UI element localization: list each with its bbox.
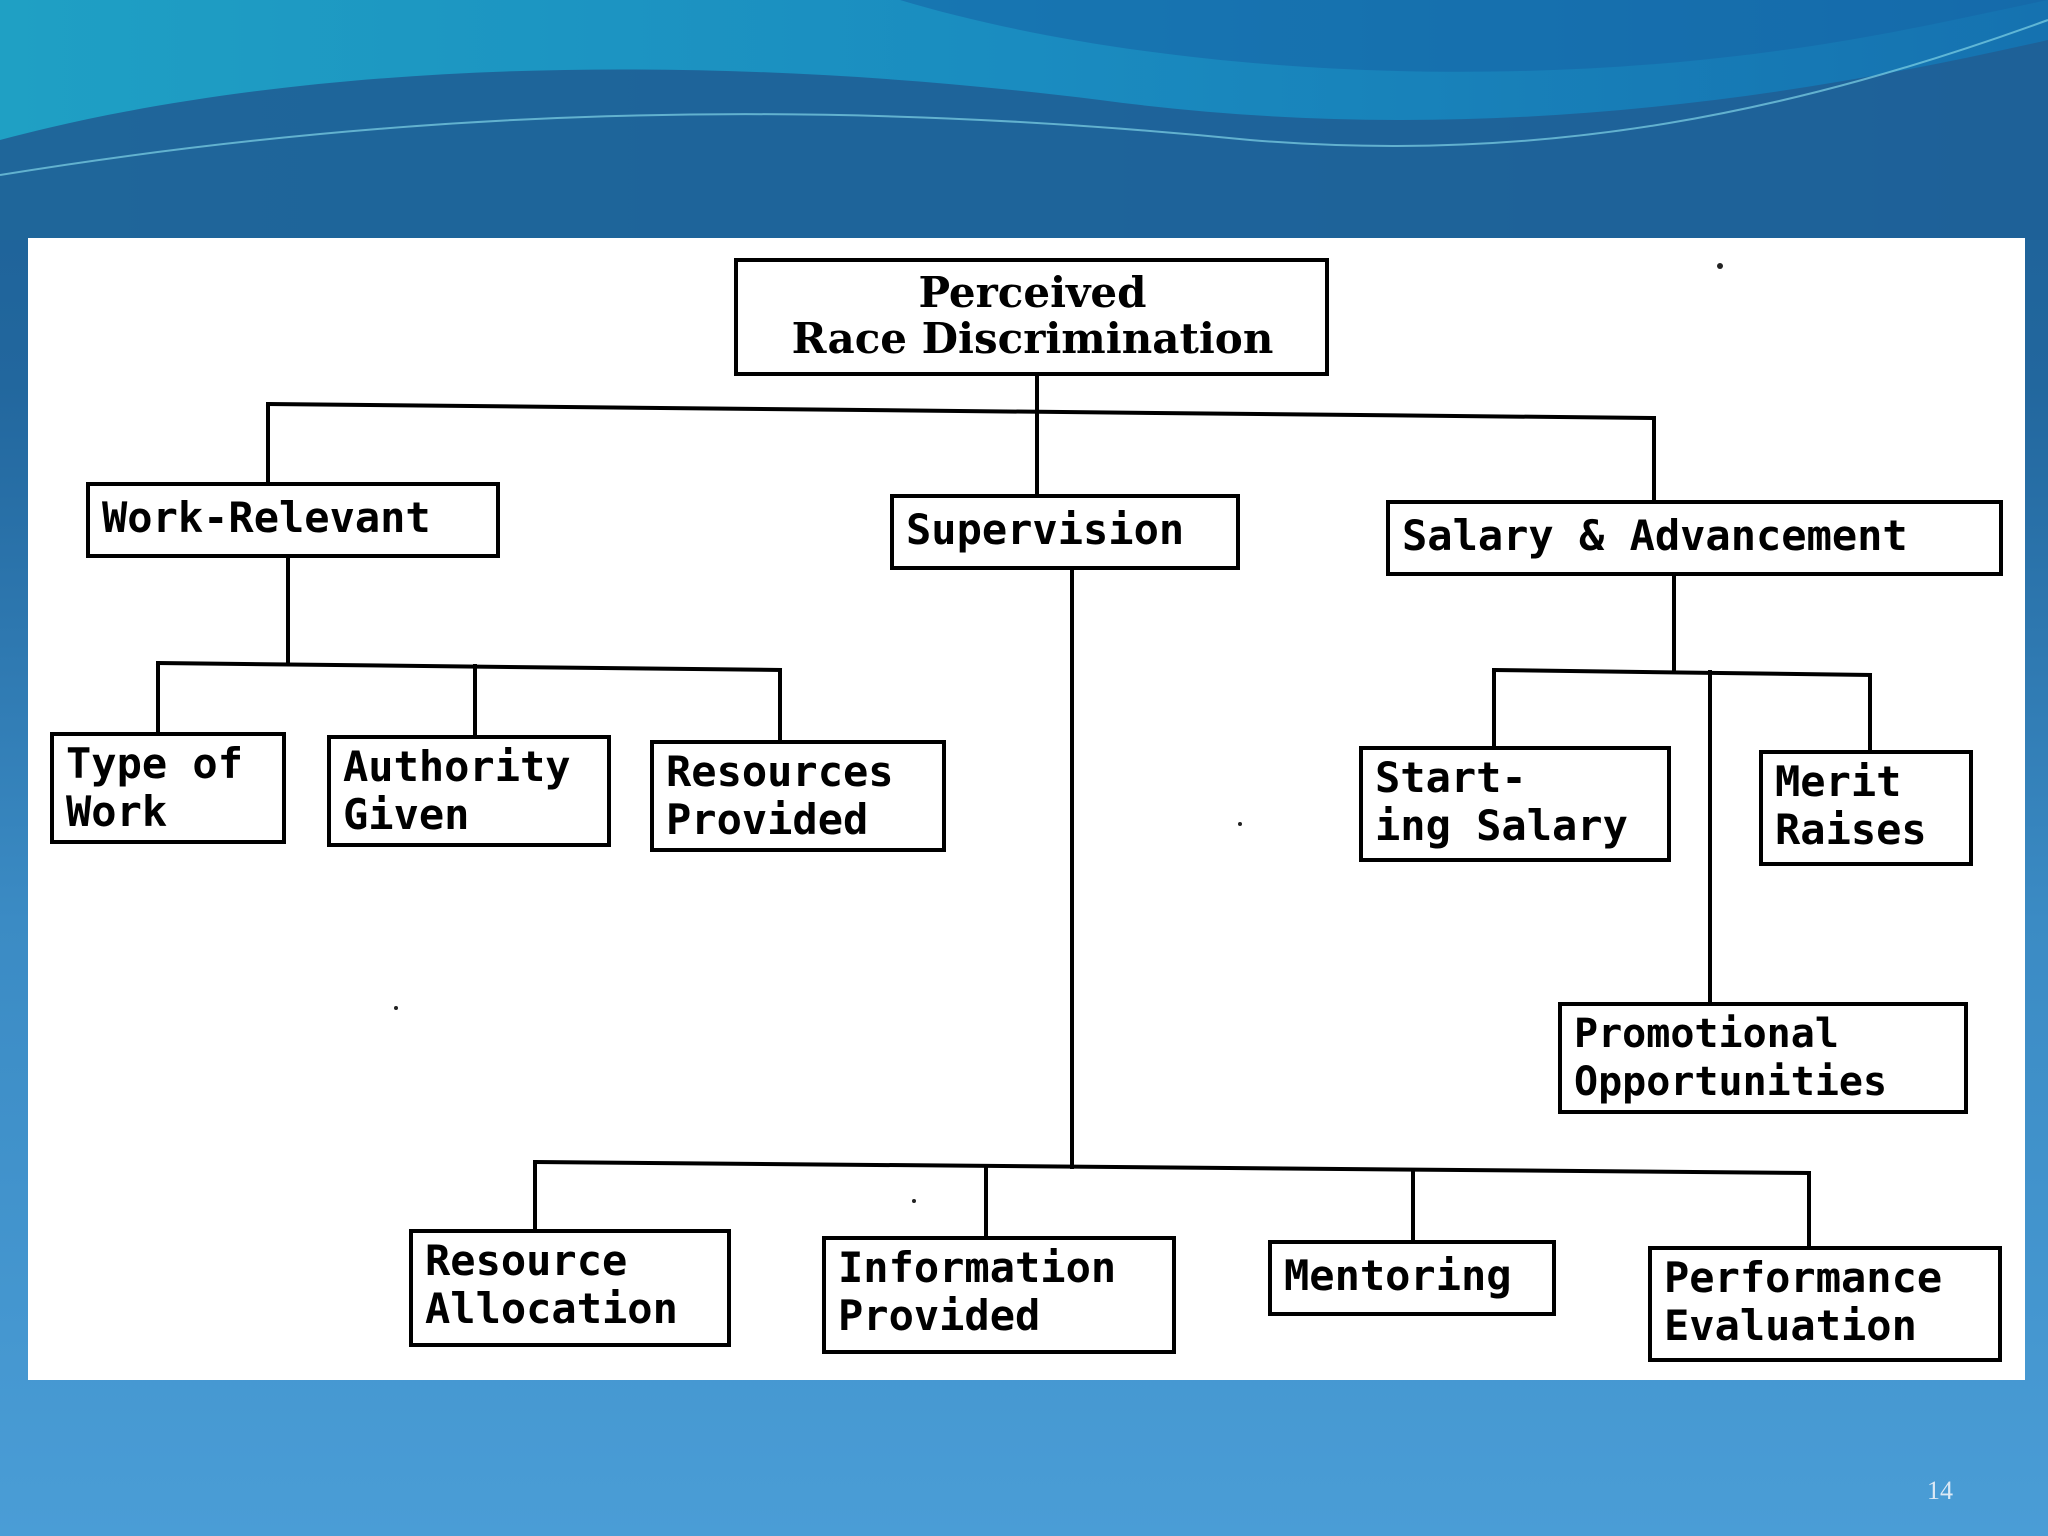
information-provided-line1: Information [838,1243,1117,1292]
salary-advancement-node: Salary & Advancement [1386,500,2003,576]
resources-provided-node: Resources Provided [650,740,946,852]
type-of-work-line2: Work [66,787,168,836]
resources-provided-line1: Resources [666,747,894,796]
root-node: Perceived Race Discrimination [734,258,1329,376]
information-provided-line2: Provided [838,1291,1041,1340]
salary-advancement-label: Salary & Advancement [1402,511,1908,560]
work-relevant-label: Work-Relevant [102,493,431,542]
diagram-panel: Perceived Race Discrimination Work-Relev… [28,238,2025,1380]
resource-allocation-node: Resource Allocation [409,1229,731,1347]
mentoring-node: Mentoring [1268,1240,1556,1316]
authority-given-line2: Given [343,790,470,839]
work-relevant-node: Work-Relevant [86,482,500,558]
performance-evaluation-line1: Performance [1664,1253,1943,1302]
supervision-label: Supervision [906,505,1185,554]
starting-salary-node: Start- ing Salary [1359,746,1671,862]
tree-connectors [155,263,1873,1250]
promotional-opportunities-node: Promotional Opportunities [1558,1002,1968,1114]
merit-raises-line1: Merit [1775,757,1902,806]
type-of-work-line1: Type of [66,739,244,788]
authority-given-node: Authority Given [327,735,611,847]
type-of-work-node: Type of Work [50,732,286,844]
information-provided-node: Information Provided [822,1236,1176,1354]
performance-evaluation-line2: Evaluation [1664,1301,1917,1350]
resources-provided-line2: Provided [666,795,869,844]
mentoring-label: Mentoring [1284,1251,1512,1300]
promotional-opportunities-line1: Promotional [1574,1011,1839,1057]
performance-evaluation-node: Performance Evaluation [1648,1246,2002,1362]
root-label-line1: Perceived [918,268,1147,317]
resource-allocation-line2: Allocation [425,1284,678,1333]
promotional-opportunities-line2: Opportunities [1574,1059,1888,1105]
resource-allocation-line1: Resource [425,1236,628,1285]
slide-page-number: 14 [1927,1476,1953,1505]
starting-salary-line2: ing Salary [1375,801,1628,850]
starting-salary-line1: Start- [1375,753,1527,802]
supervision-node: Supervision [890,494,1240,570]
merit-raises-line2: Raises [1775,805,1927,854]
merit-raises-node: Merit Raises [1759,750,1973,866]
authority-given-line1: Authority [343,742,571,791]
root-label-line2: Race Discrimination [791,314,1274,363]
